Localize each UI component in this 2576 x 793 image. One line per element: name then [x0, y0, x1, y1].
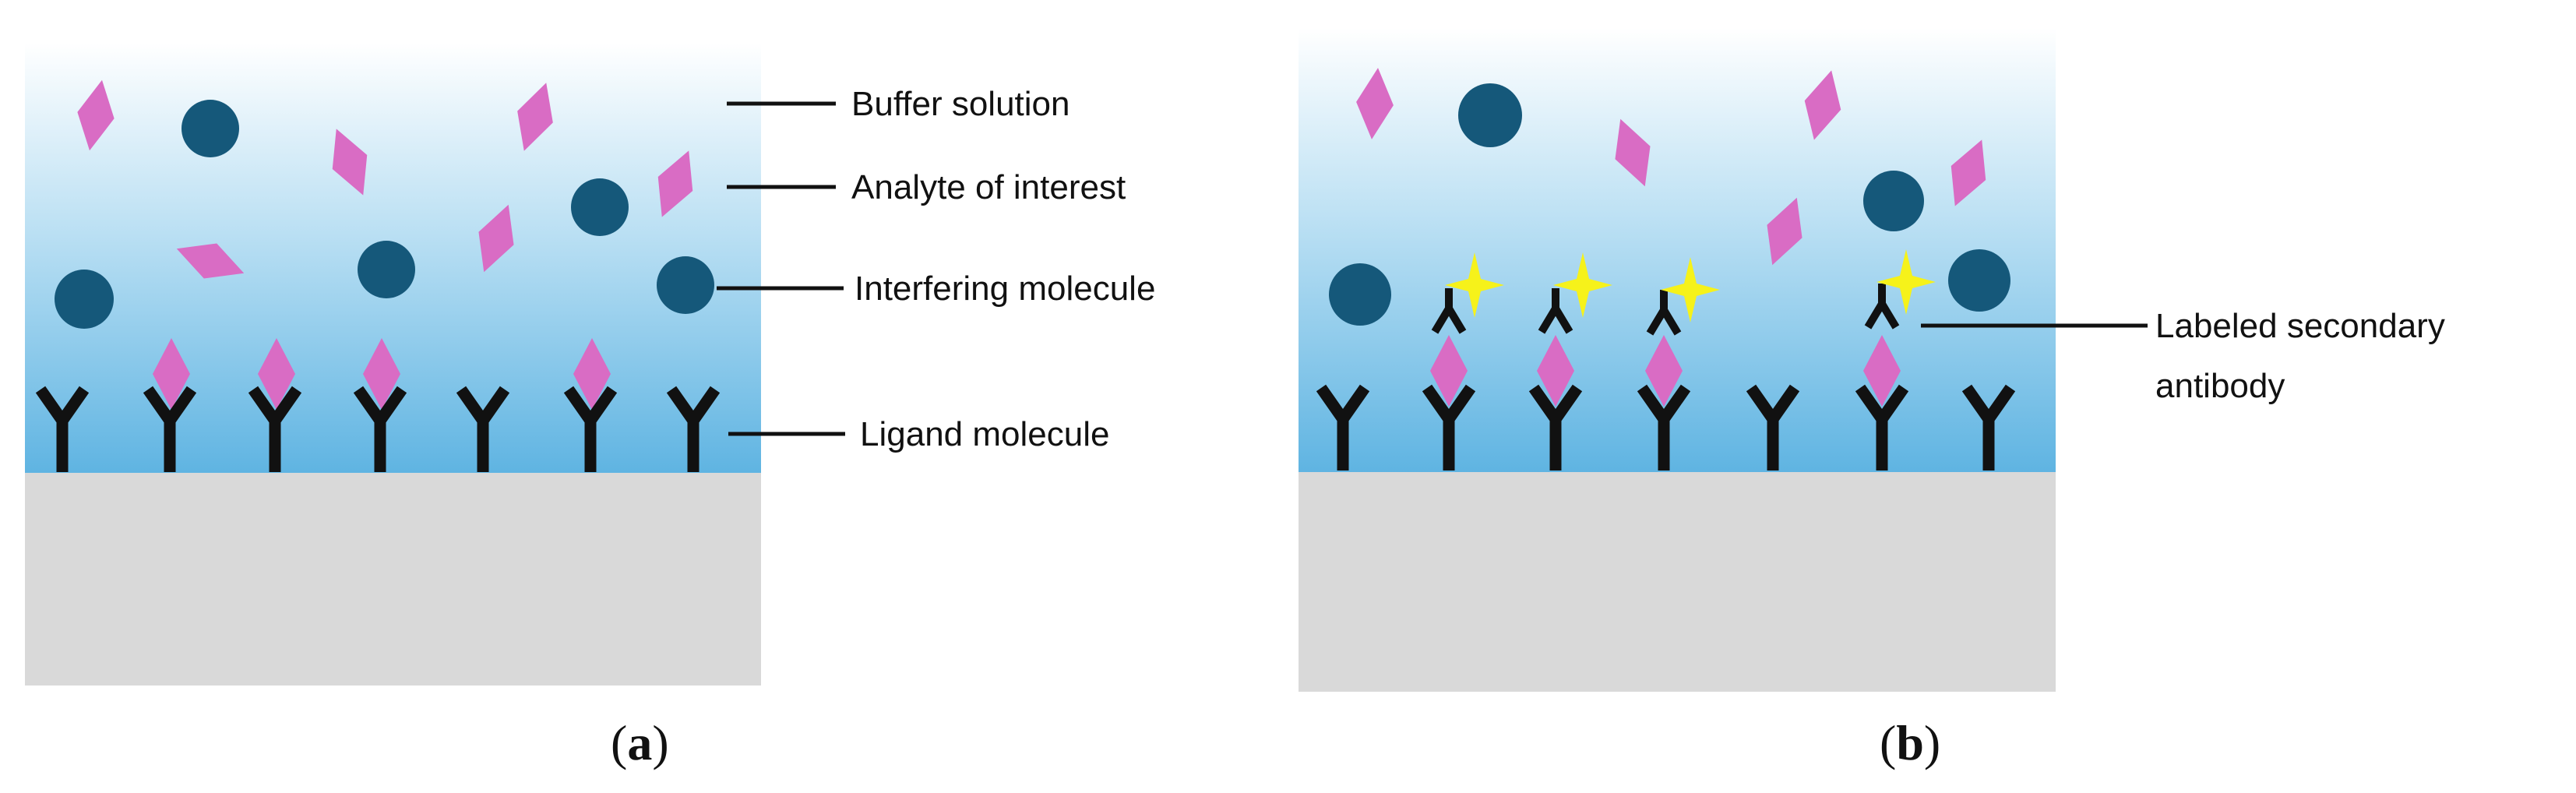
- interfering-molecule-label: Interfering molecule: [855, 270, 1155, 308]
- interfering-molecule: [657, 256, 714, 314]
- panel-b: Labeled secondary antibody (b): [1299, 28, 2445, 770]
- interfering-molecule: [1863, 171, 1924, 231]
- interfering-molecule: [1948, 249, 2010, 312]
- panel-a: Buffer solution Analyte of interest Inte…: [25, 43, 1155, 770]
- interfering-molecules: [1329, 83, 2010, 326]
- interfering-molecule: [571, 178, 629, 236]
- panel-b-caption: (b): [1880, 715, 1940, 770]
- interfering-molecule: [1458, 83, 1522, 147]
- label-leaders: [717, 101, 845, 436]
- buffer-solution-label: Buffer solution: [851, 85, 1070, 123]
- substrate: [25, 473, 761, 686]
- interfering-molecule: [1329, 263, 1391, 326]
- interfering-molecules: [55, 100, 714, 329]
- substrate: [1299, 472, 2056, 692]
- interfering-molecule: [358, 241, 415, 298]
- interfering-molecule: [181, 100, 239, 157]
- secondary-antibody-label-line2: antibody: [2155, 367, 2285, 405]
- panel-a-caption: (a): [611, 715, 669, 770]
- interfering-molecule: [55, 270, 114, 329]
- ligand-molecule-label: Ligand molecule: [860, 415, 1109, 453]
- analyte-label: Analyte of interest: [851, 168, 1126, 206]
- secondary-antibody-label-line1: Labeled secondary: [2155, 307, 2445, 345]
